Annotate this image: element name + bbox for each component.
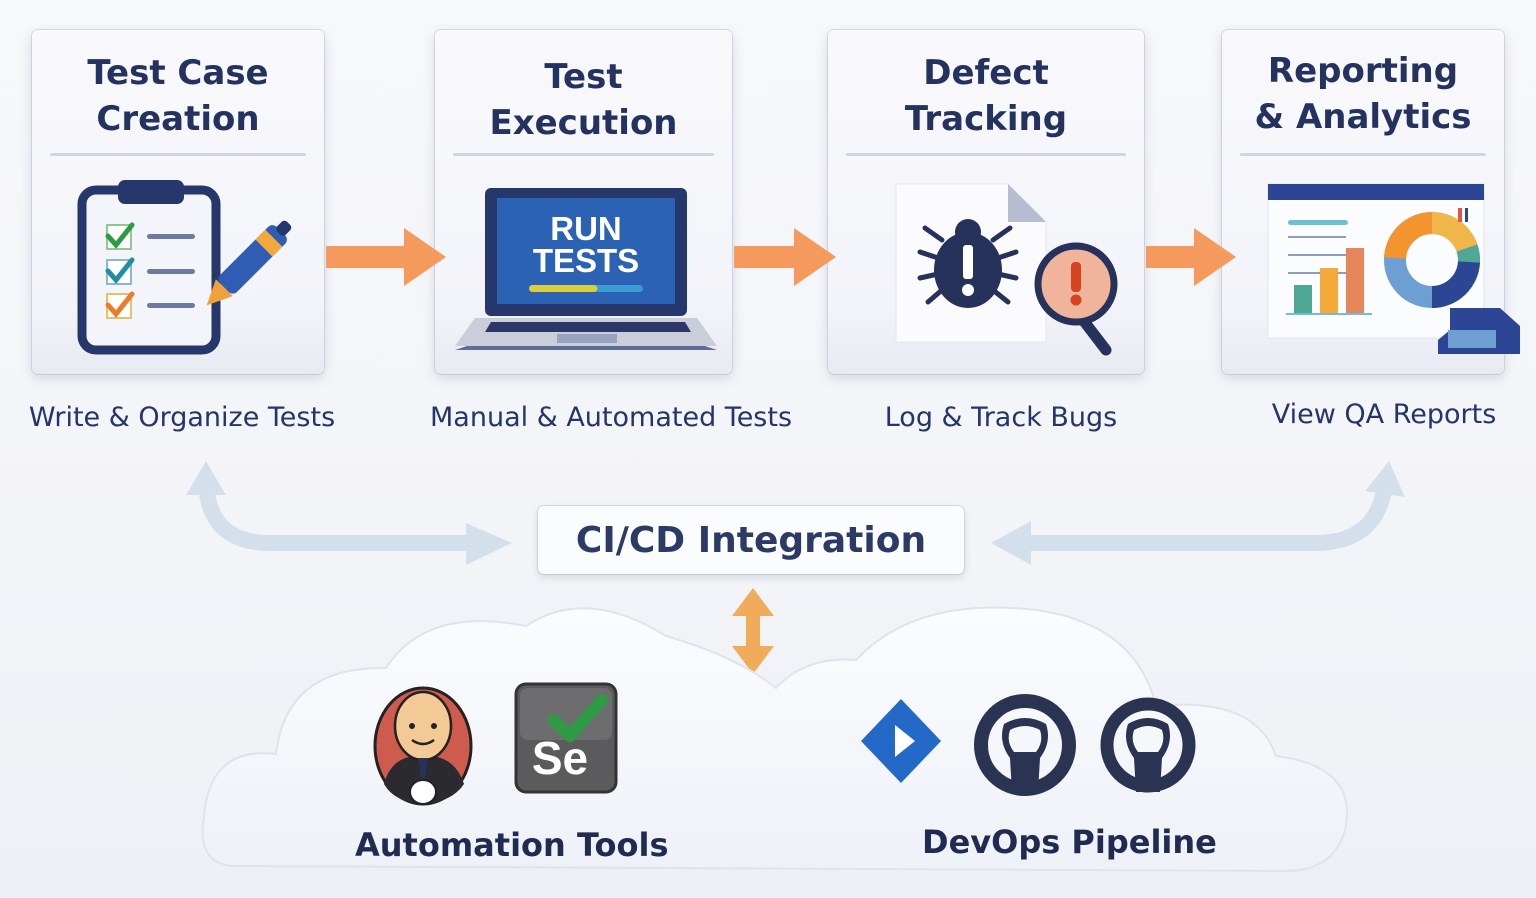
devops-pipeline-label: DevOps Pipeline	[922, 823, 1217, 861]
jira-logo-icon	[861, 699, 941, 783]
divider	[846, 153, 1126, 156]
github-logo-icon	[974, 694, 1076, 796]
cloud-shape	[201, 606, 1349, 873]
connector-arrow-left-icon	[186, 461, 512, 565]
stage-caption: View QA Reports	[1271, 399, 1497, 430]
stage-title: Test Execution	[489, 57, 678, 143]
selenium-logo-icon: Se	[514, 682, 618, 794]
stage-card-test-execution: Test Execution RUN TESTS	[435, 30, 732, 374]
laptop-screen-line2: TESTS	[533, 242, 639, 279]
flow-arrow-right-icon	[734, 228, 836, 286]
github-logo-icon	[1100, 697, 1196, 793]
jenkins-logo-icon	[373, 686, 473, 806]
laptop-screen-line1: RUN	[550, 210, 622, 247]
automation-tools-label: Automation Tools	[355, 826, 669, 864]
stage-title: Defect Tracking	[904, 53, 1068, 139]
laptop-progress-bar	[529, 285, 598, 292]
clipboard-checklist-icon	[77, 180, 292, 355]
stage-caption: Log & Track Bugs	[884, 402, 1118, 433]
stage-card-test-case-creation: Test Case Creation	[32, 30, 324, 374]
stage-title: Reporting & Analytics	[1254, 51, 1472, 137]
connector-arrow-right-icon	[991, 461, 1405, 565]
divider	[453, 153, 714, 156]
laptop-run-tests-icon: RUN TESTS	[455, 188, 717, 350]
stage-card-reporting-analytics: Reporting & Analytics	[1222, 30, 1520, 374]
cicd-integration-box: CI/CD Integration	[538, 506, 964, 574]
stage-title: Test Case Creation	[87, 53, 269, 139]
bug-report-icon	[895, 183, 1118, 356]
stage-caption: Manual & Automated Tests	[430, 402, 793, 433]
flow-arrow-right-icon	[326, 228, 446, 286]
selenium-text: Se	[532, 732, 588, 784]
stage-caption: Write & Organize Tests	[28, 402, 336, 433]
flow-arrow-right-icon	[1146, 228, 1236, 286]
stage-card-defect-tracking: Defect Tracking	[828, 30, 1144, 374]
divider	[1240, 153, 1486, 156]
bidirectional-arrow-icon	[732, 588, 774, 674]
divider	[50, 153, 306, 156]
dashboard-report-icon	[1267, 183, 1520, 354]
